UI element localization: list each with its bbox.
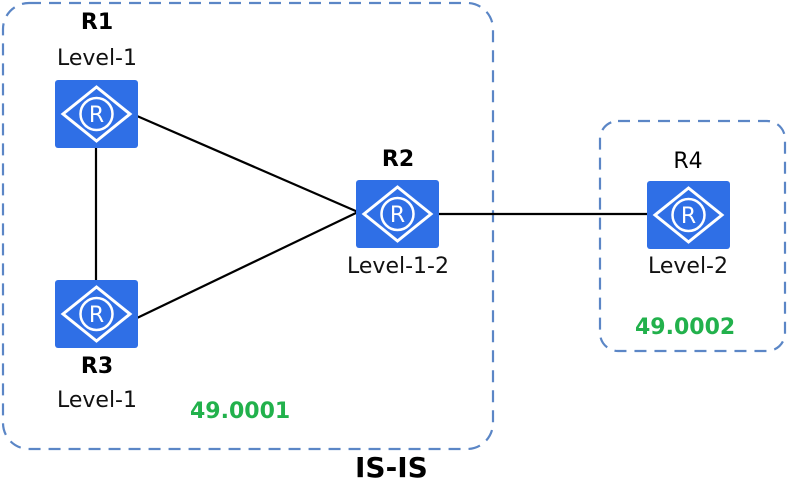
router-name-r2: R2 [381, 147, 415, 172]
router-icon-r4: R [647, 181, 730, 249]
router-level-r2: Level-1-2 [347, 254, 449, 279]
area-boundary-49-0001 [1, 1, 495, 451]
router-icon-r2: R [356, 180, 439, 248]
router-icon-r1: R [55, 80, 138, 148]
router-glyph: R [681, 204, 696, 229]
area-id-left: 49.0001 [190, 399, 291, 424]
router-icon-r3: R [55, 280, 138, 348]
router-glyph: R [89, 303, 104, 328]
link-r3-r2 [136, 211, 359, 319]
link-r1-r2 [136, 114, 359, 214]
router-glyph: R [390, 203, 405, 228]
router-glyph: R [89, 103, 104, 128]
router-level-r3: Level-1 [56, 388, 137, 413]
router-level-r1: Level-1 [56, 46, 137, 71]
router-name-r4: R4 [673, 149, 703, 174]
area-id-right: 49.0002 [635, 315, 736, 340]
protocol-label: IS-IS [355, 451, 428, 484]
router-name-r1: R1 [80, 10, 114, 35]
router-level-r4: Level-2 [647, 254, 728, 279]
router-name-r3: R3 [80, 354, 114, 379]
